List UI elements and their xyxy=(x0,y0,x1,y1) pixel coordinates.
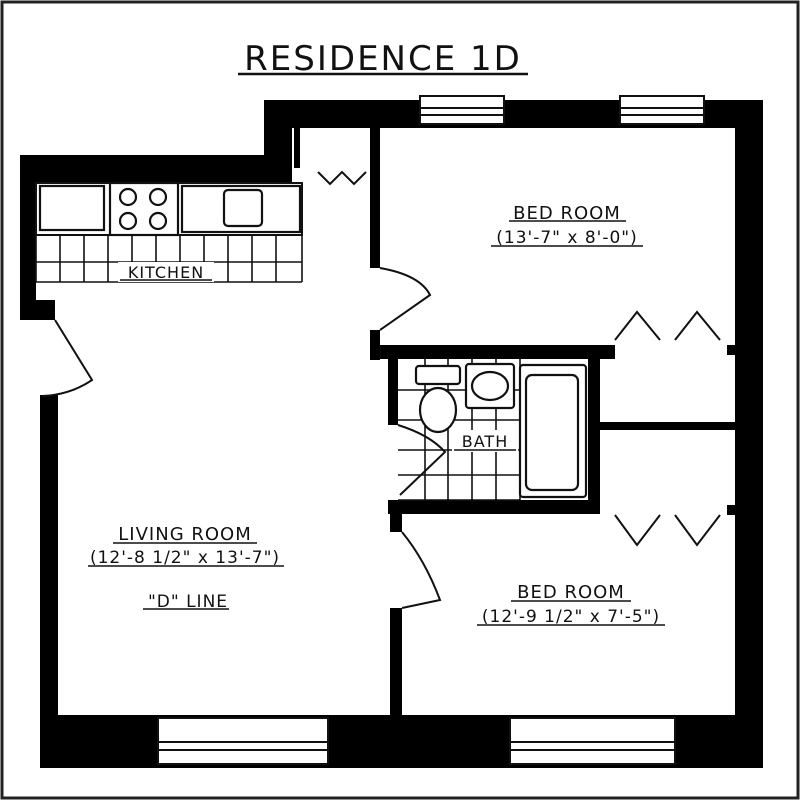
bedroom-lower-dims: (12'-9 1/2" x 7'-5") xyxy=(482,607,660,627)
kitchen: KITCHEN xyxy=(35,181,303,283)
plan-title: RESIDENCE 1D xyxy=(244,39,522,79)
entry-door xyxy=(41,319,94,397)
lavatory-sink-icon xyxy=(470,370,510,402)
toilet-tank-icon xyxy=(414,364,462,386)
bath-door xyxy=(397,424,447,496)
stove-icon xyxy=(108,181,180,237)
kitchen-label: KITCHEN xyxy=(128,263,204,282)
bathroom: BATH xyxy=(398,359,588,501)
closet-doors xyxy=(317,170,721,547)
bath-label: BATH xyxy=(462,432,508,451)
toilet-bowl-icon xyxy=(418,386,458,434)
windows xyxy=(157,95,705,765)
swing-doors xyxy=(41,267,447,609)
bedroom-lower-label: BED ROOM xyxy=(517,582,625,603)
interior-walls xyxy=(294,128,737,718)
living-room-line: "D" LINE xyxy=(148,592,228,612)
bedroom-upper-dims: (13'-7" x 8'-0") xyxy=(496,228,637,248)
room-labels: BED ROOM (13'-7" x 8'-0") LIVING ROOM (1… xyxy=(88,203,665,627)
bedroom-lower-door xyxy=(401,531,442,609)
bedroom-upper-label: BED ROOM xyxy=(513,203,621,224)
bedroom-upper-door xyxy=(379,267,432,331)
living-room-dims: (12'-8 1/2" x 13'-7") xyxy=(90,548,280,568)
living-room-label: LIVING ROOM xyxy=(118,524,251,545)
kitchen-counter-left xyxy=(38,184,106,232)
